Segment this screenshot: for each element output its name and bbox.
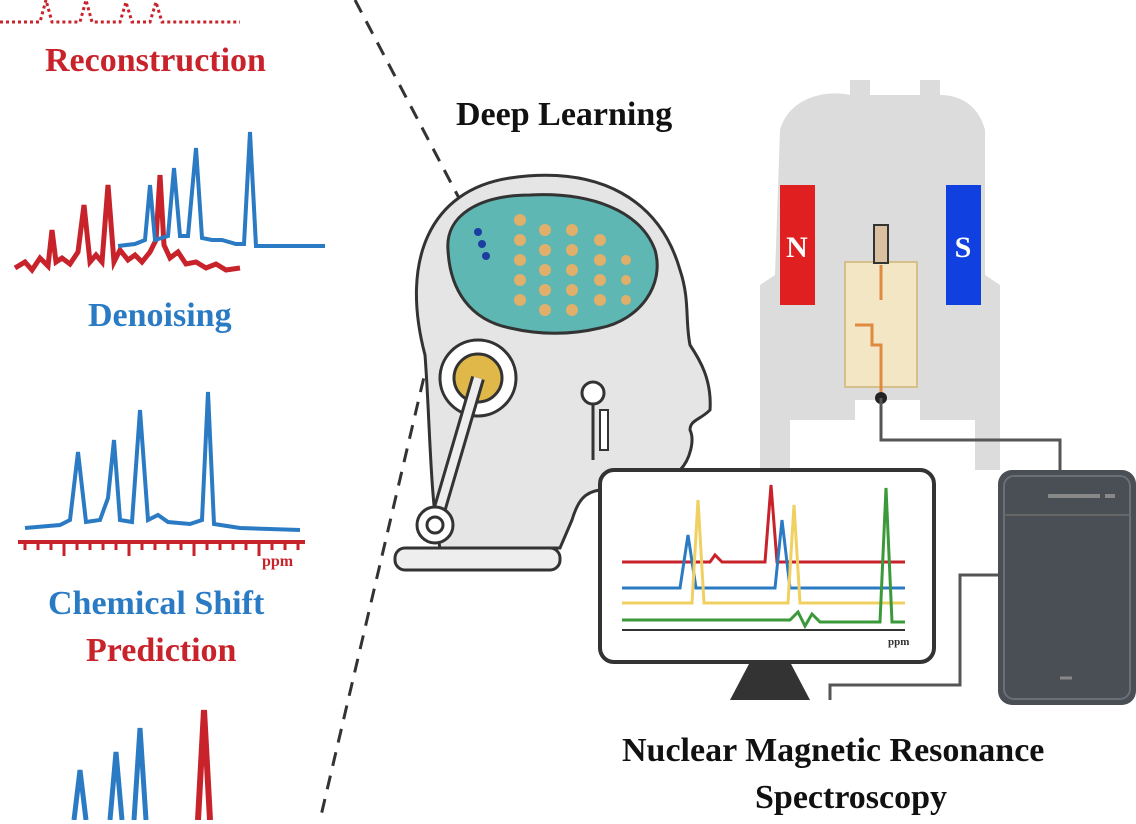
denoising-text: Denoising <box>88 297 232 334</box>
blue-chemical-shift-peaks <box>24 391 301 532</box>
yellow-trace <box>622 499 905 605</box>
chemical-shift-text: Chemical Shift <box>48 585 265 622</box>
deep-learning-text: Deep Learning <box>456 96 673 133</box>
magnet-north <box>780 185 815 305</box>
monitor-icon: ppm <box>598 468 998 700</box>
nmr-magnet-icon: N S <box>760 80 1062 470</box>
chemical-shift-label-line1: Chemical Shift <box>48 585 264 623</box>
clean-blue-spectrum <box>117 131 325 248</box>
red-trace <box>622 484 905 564</box>
reconstruction-spectrum <box>0 0 240 24</box>
sample-tube <box>873 224 889 264</box>
noisy-red-spectrum <box>13 174 241 275</box>
face-port <box>580 380 606 406</box>
nmr-text-line2: Spectroscopy <box>755 779 948 816</box>
nmr-label-line1: Nuclear Magnetic Resonance <box>622 732 1044 770</box>
monitor-cable <box>828 573 998 700</box>
ppm-left-text: ppm <box>262 553 294 570</box>
computer-tower-icon <box>998 470 1136 705</box>
green-trace <box>622 487 905 630</box>
ppm-left-label: ppm <box>262 553 293 571</box>
chemical-shift-spectrum <box>18 391 305 556</box>
magnet-south <box>946 185 981 305</box>
reconstruction-text: Reconstruction <box>45 42 266 79</box>
ppm-axis-ticks <box>23 542 300 556</box>
magnet-north-label: N <box>786 231 808 264</box>
prediction-text: Prediction <box>86 632 237 669</box>
tower-body <box>998 470 1136 705</box>
robot-head-icon <box>393 173 712 572</box>
reconstruction-label: Reconstruction <box>45 42 266 80</box>
head-base <box>393 546 562 572</box>
magnet-cable <box>879 398 1062 470</box>
chemical-shift-label-line2: Prediction <box>86 632 236 670</box>
bottom-spectrum <box>71 709 213 821</box>
monitor-stand <box>730 662 810 700</box>
neural-network-nodes <box>514 214 631 316</box>
deep-learning-label: Deep Learning <box>456 96 672 134</box>
denoising-spectra <box>13 131 325 275</box>
nmr-label-line2: Spectroscopy <box>755 779 947 817</box>
monitor-ppm-label: ppm <box>888 636 909 648</box>
magnet-south-label: S <box>955 231 972 264</box>
input-nodes <box>474 228 490 260</box>
probe-circuit <box>855 265 883 392</box>
nmr-text-line1: Nuclear Magnetic Resonance <box>622 732 1045 769</box>
denoising-label: Denoising <box>88 297 232 335</box>
